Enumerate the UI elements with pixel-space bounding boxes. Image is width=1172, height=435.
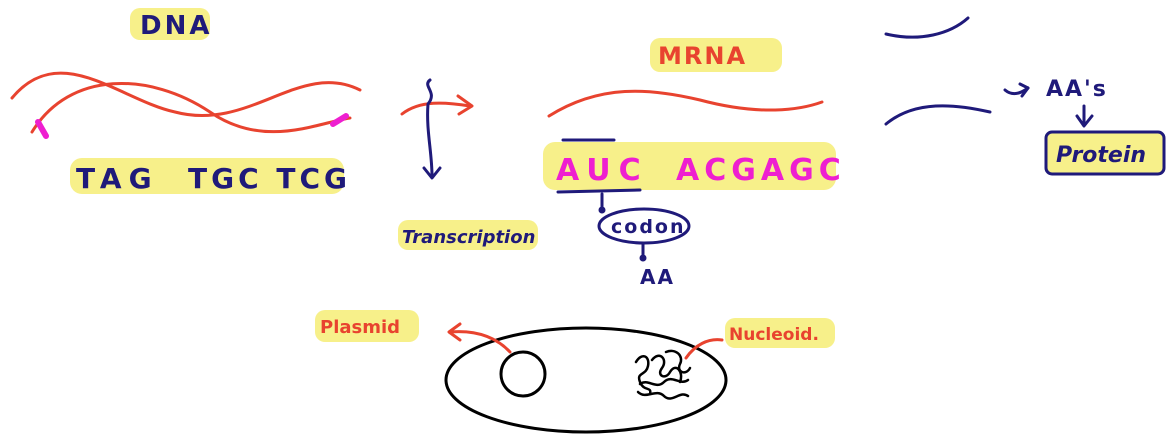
dna-end-mark-right — [333, 116, 346, 124]
right-strands — [886, 18, 990, 124]
dna-double-helix — [12, 73, 360, 132]
mrna-strand — [549, 91, 822, 116]
nucleoid-scribble — [636, 351, 690, 399]
nucleoid-label: Nucleoid. — [729, 325, 819, 345]
dna-strand-1 — [12, 73, 360, 115]
dna-strand-end-marks — [38, 116, 346, 136]
dna-end-mark-left — [38, 122, 46, 136]
bacterial-cell — [446, 328, 726, 432]
transcription-down-arrow — [428, 80, 432, 176]
plasmid-circle — [501, 352, 545, 396]
dna-strand-2 — [32, 83, 350, 132]
transcription-label: Transcription — [402, 227, 535, 248]
mrna-title: MRNA — [658, 42, 747, 70]
dna-sequence-2: TGC TCG — [188, 162, 351, 195]
upper-strand — [886, 18, 968, 37]
lower-strand — [886, 106, 990, 124]
dna-title: DNA — [140, 11, 212, 41]
aa-label: AA — [640, 265, 675, 289]
protein-label: Protein — [1056, 143, 1146, 168]
plasmid-arrow — [450, 332, 510, 352]
codon-label: codon — [611, 216, 686, 238]
mrna-codon-letters: AUC — [556, 153, 649, 188]
aas-label: AA's — [1046, 77, 1108, 102]
codon-underline — [558, 190, 640, 192]
mrna-rest-letters: ACGAGC — [676, 153, 846, 188]
nucleoid-arrow — [686, 340, 722, 358]
dna-sequence-1: TAG — [76, 162, 159, 195]
transcription-arrows — [402, 80, 472, 178]
plasmid-label: Plasmid — [320, 317, 400, 338]
